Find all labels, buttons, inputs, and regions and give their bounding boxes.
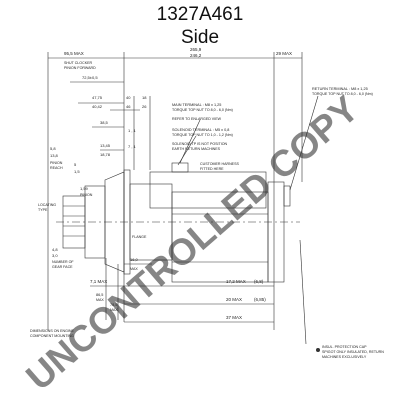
- dim-78-1: 78,5: [110, 303, 117, 307]
- leader-return: [289, 95, 319, 191]
- note-line-2: SPIGOT ONLY INSULATED, RETURN: [322, 350, 384, 354]
- dim-95: 95,5 MAX: [64, 51, 84, 56]
- dim-7: 7 , 1: [128, 144, 137, 149]
- dim-1345: 13,45: [100, 143, 111, 148]
- dim-78-2: MAX: [110, 308, 118, 312]
- dim-40b: 46: [126, 104, 131, 109]
- gear-face-2: 3,0: [52, 253, 58, 258]
- callout-solenoid-4: EARTH RETURN MACHINES: [172, 147, 221, 151]
- dim-18: 18: [142, 95, 147, 100]
- note-bullet-icon: [316, 348, 320, 352]
- ref-note-2: COMPONENT MOUNTING: [30, 334, 74, 338]
- callout-main-terminal-2: TORQUE TOP NUT TO 8,0 - 6,0 (Nm): [172, 108, 233, 112]
- dim-265: 265,9: [190, 47, 202, 52]
- page-title: 1327A461: [156, 4, 244, 25]
- callout-main-terminal-1: MAIN TERMINAL : M8 x 1,25: [172, 103, 221, 107]
- note-line-1: INSUL. PROTECTION CAP: [322, 345, 367, 349]
- leader-solenoid: [177, 135, 197, 166]
- dim-86-1: 86,5: [96, 293, 103, 297]
- dim-265b: 246,2: [190, 53, 202, 58]
- commutator-end: [267, 181, 285, 283]
- note-line-3: MACHINES EXCLUSIVELY: [322, 355, 367, 359]
- dim-5: 5: [74, 162, 77, 167]
- dim-16: 16,0: [130, 257, 139, 262]
- callout-return-1: RETURN TERMINAL : M8 x 1,25: [312, 87, 368, 91]
- leader-insulation-cap: [299, 239, 307, 345]
- dim-1: 1 , 1: [128, 128, 137, 133]
- callout-customer-1: CUSTOMER HARNESS: [200, 162, 239, 166]
- dim-172b: (6,8): [254, 279, 264, 284]
- callout-locating-2: TYPE: [38, 208, 48, 212]
- gear-face-4: GEAR FACE: [52, 265, 73, 269]
- dim-172: 17,2 MAX: [226, 279, 246, 284]
- callout-solenoid-1: SOLENOID TERMINAL : M5 x 0,8: [172, 128, 229, 132]
- dim-58: 5,8: [50, 146, 56, 151]
- dim-5b: 1,5: [74, 169, 80, 174]
- dim-159-note: PINION: [80, 193, 93, 197]
- callout-customer-2: FITTED HERE: [200, 167, 224, 171]
- callout-return-2: TORQUE TOP NUT TO 8,0 - 6,0 (Nm): [312, 92, 373, 96]
- callout-solenoid-3: SOLENOID TP IS NOT POSITION: [172, 142, 228, 146]
- dim-18b: 26: [142, 104, 147, 109]
- solenoid-terminal-block: [171, 162, 189, 173]
- dim-20: 20 MAX: [226, 297, 242, 302]
- dim-95-note-1: SHUT CLOCKER: [64, 61, 92, 65]
- dim-58b: 13,8: [50, 153, 59, 158]
- leader-main-terminal: [179, 119, 201, 164]
- view-subtitle: Side: [180, 27, 220, 48]
- callout-solenoid-2: TORQUE TOP NUT TO 1,0 - 1,2 (Nm): [172, 133, 233, 137]
- return-terminal: [283, 185, 291, 207]
- dim-20b: (6,85): [254, 297, 266, 302]
- dim-58-note-2: REACH: [50, 166, 63, 170]
- callout-locating: LOCATING: [38, 203, 56, 207]
- dim-7-max: 7,1 MAX: [90, 279, 107, 284]
- dim-4775b: 40,42: [92, 104, 103, 109]
- dim-385: 38,5: [100, 120, 109, 125]
- dim-4775: 47,75: [92, 95, 103, 100]
- dim-1345b: 18,78: [100, 152, 111, 157]
- dim-29: 29 MAX: [276, 51, 292, 56]
- callout-refer: REFER TO ENLARGED VIEW: [172, 117, 222, 121]
- dim-40: 40: [126, 95, 131, 100]
- dim-37: 37 MAX: [226, 315, 242, 320]
- dim-58-note-1: PINION: [50, 161, 63, 165]
- ref-note-1: DIMENSIONS ON ENGINE: [30, 329, 75, 333]
- callout-flange: FLANGE: [132, 235, 147, 239]
- gear-face-1: 4,8: [52, 247, 58, 252]
- dim-16-note: MAX: [130, 267, 138, 271]
- dim-159: 1,59: [80, 186, 89, 191]
- outline-group: [47, 52, 319, 345]
- solenoid-body: [149, 171, 267, 209]
- dim-86-2: MAX: [96, 298, 104, 302]
- dim-95-note-2: PINION FORWARD: [64, 66, 96, 70]
- dim-72: 72,5±0,5: [82, 75, 98, 80]
- gear-face-3: NUMBER OF: [52, 260, 74, 264]
